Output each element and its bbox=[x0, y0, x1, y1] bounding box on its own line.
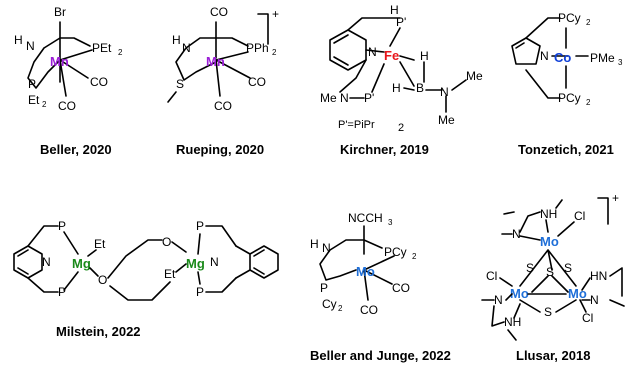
structure-rueping-2020: + CO H N Mn PPh 2 S CO CO Rueping, 2020 bbox=[167, 5, 279, 157]
p-label-5d: P bbox=[196, 285, 204, 299]
s-label-2: S bbox=[176, 77, 184, 91]
caption-llusar-2018: Llusar, 2018 bbox=[516, 348, 590, 363]
h-label-3: H bbox=[390, 3, 399, 17]
cl-label-7c: Cl bbox=[582, 311, 593, 325]
s-label-7d: S bbox=[544, 305, 552, 319]
mg-label-5b: Mg bbox=[186, 256, 205, 271]
sub-2h: 2 bbox=[338, 304, 343, 313]
sub-2d: 2 bbox=[398, 122, 404, 134]
structure-milstein-2022: P P N Mg Et O O Mg Et P P N Milstein, 20… bbox=[13, 219, 279, 339]
n-label-5a: N bbox=[42, 255, 51, 269]
co-label-6b: CO bbox=[360, 303, 378, 317]
n-label-2: N bbox=[182, 41, 191, 55]
br-label: Br bbox=[54, 5, 66, 19]
co-label-1a: CO bbox=[90, 75, 108, 89]
structure-llusar-2018: + Mo Mo Mo S S S S Cl Cl Cl NH N HN N N … bbox=[481, 191, 625, 363]
cl-label-7b: Cl bbox=[486, 269, 497, 283]
p-label-5a: P bbox=[58, 219, 66, 233]
co-metal-label: Co bbox=[554, 50, 571, 65]
structure-tonzetich-2021: PCy 2 N Co PMe 3 PCy 2 Tonzetich, 2021 bbox=[511, 11, 623, 157]
n-label: N bbox=[26, 39, 35, 53]
mo-label-7b: Mo bbox=[510, 286, 529, 301]
caption-rueping-2020: Rueping, 2020 bbox=[176, 142, 264, 157]
h-label-6: H bbox=[310, 237, 319, 251]
h-label-3c: H bbox=[392, 81, 401, 95]
p-label-5b: P bbox=[58, 285, 66, 299]
n-label-7c: N bbox=[494, 293, 503, 307]
sub-2: 2 bbox=[118, 48, 123, 57]
me-label-3c: Me bbox=[320, 91, 337, 105]
sub-2c: 2 bbox=[272, 48, 277, 57]
pprime-definition: P'=PiPr bbox=[338, 119, 375, 131]
cy2-label-6: Cy bbox=[322, 297, 337, 311]
structure-kirchner-2019: H P' N Fe H H B N Me Me Me N P' P'=PiPr … bbox=[320, 3, 483, 157]
pme3-label: PMe bbox=[590, 51, 615, 65]
h-label-3b: H bbox=[420, 49, 429, 63]
s-label-7b: S bbox=[564, 261, 572, 275]
pcy2-label-4a: PCy bbox=[558, 11, 581, 25]
et2-label: Et bbox=[28, 93, 40, 107]
nme-label-3: N bbox=[440, 85, 449, 99]
s-label-7c: S bbox=[546, 265, 554, 279]
pet2-label: PEt bbox=[92, 41, 112, 55]
ncch3-label: NCCH bbox=[348, 211, 383, 225]
hn-label-7: HN bbox=[590, 269, 607, 283]
mo-label-7a: Mo bbox=[540, 234, 559, 249]
b-label: B bbox=[416, 81, 424, 95]
caption-beller-junge-2022: Beller and Junge, 2022 bbox=[310, 348, 451, 363]
sub-2f: 2 bbox=[586, 98, 591, 107]
co-label-2a: CO bbox=[248, 75, 266, 89]
caption-beller-2020: Beller, 2020 bbox=[40, 142, 112, 157]
n-label-3: N bbox=[368, 45, 377, 59]
p-label-6: P bbox=[320, 281, 328, 295]
mo-label-6: Mo bbox=[356, 264, 375, 279]
co-label-1b: CO bbox=[58, 99, 76, 113]
nh-label-7b: NH bbox=[504, 315, 521, 329]
me-label-3a: Me bbox=[466, 69, 483, 83]
n-label-7a: N bbox=[512, 227, 521, 241]
structure-beller-2020: Br H N Mn PEt 2 P Et 2 CO CO Beller, 202… bbox=[14, 5, 123, 157]
co-label-2b: CO bbox=[214, 99, 232, 113]
n-label-3b: N bbox=[340, 91, 349, 105]
s-label-7a: S bbox=[526, 261, 534, 275]
o-label-5b: O bbox=[162, 235, 171, 249]
charge-7: + bbox=[612, 191, 619, 205]
sub-2e: 2 bbox=[586, 18, 591, 27]
caption-tonzetich-2021: Tonzetich, 2021 bbox=[518, 142, 614, 157]
co-label-6a: CO bbox=[392, 281, 410, 295]
o-label-5a: O bbox=[98, 273, 107, 287]
fe-label: Fe bbox=[384, 48, 399, 63]
nh-label-7a: NH bbox=[540, 207, 557, 221]
pph2-label: PPh bbox=[246, 41, 269, 55]
co-label-2top: CO bbox=[210, 5, 228, 19]
me-label-3b: Me bbox=[438, 113, 455, 127]
n-label-7b: N bbox=[590, 293, 599, 307]
charge-2: + bbox=[272, 7, 279, 21]
mg-label-5a: Mg bbox=[72, 256, 91, 271]
h-label-2: H bbox=[172, 33, 181, 47]
h-label: H bbox=[14, 33, 23, 47]
structure-beller-junge-2022: NCCH 3 H N Mo PCy 2 P Cy 2 CO CO Beller … bbox=[310, 211, 451, 363]
mn-label-1: Mn bbox=[50, 54, 69, 69]
et-label-5b: Et bbox=[164, 267, 176, 281]
caption-milstein-2022: Milstein, 2022 bbox=[56, 324, 141, 339]
sub-3b: 3 bbox=[388, 218, 393, 227]
n-label-5b: N bbox=[210, 255, 219, 269]
n-label-4: N bbox=[540, 49, 549, 63]
sub-2g: 2 bbox=[412, 252, 417, 261]
pcy2-label-6: PCy bbox=[384, 245, 407, 259]
cl-label-7a: Cl bbox=[574, 209, 585, 223]
mn-label-2: Mn bbox=[206, 54, 225, 69]
pprime-label-3b: P' bbox=[364, 91, 374, 105]
et-label-5a: Et bbox=[94, 237, 106, 251]
p-label-5c: P bbox=[196, 219, 204, 233]
sub-2b: 2 bbox=[42, 100, 47, 109]
pcy2-label-4b: PCy bbox=[558, 91, 581, 105]
sub-3: 3 bbox=[618, 58, 623, 67]
n-label-6: N bbox=[322, 241, 331, 255]
pprime-label-3a: P' bbox=[396, 15, 406, 29]
caption-kirchner-2019: Kirchner, 2019 bbox=[340, 142, 429, 157]
p-label: P bbox=[28, 77, 36, 91]
